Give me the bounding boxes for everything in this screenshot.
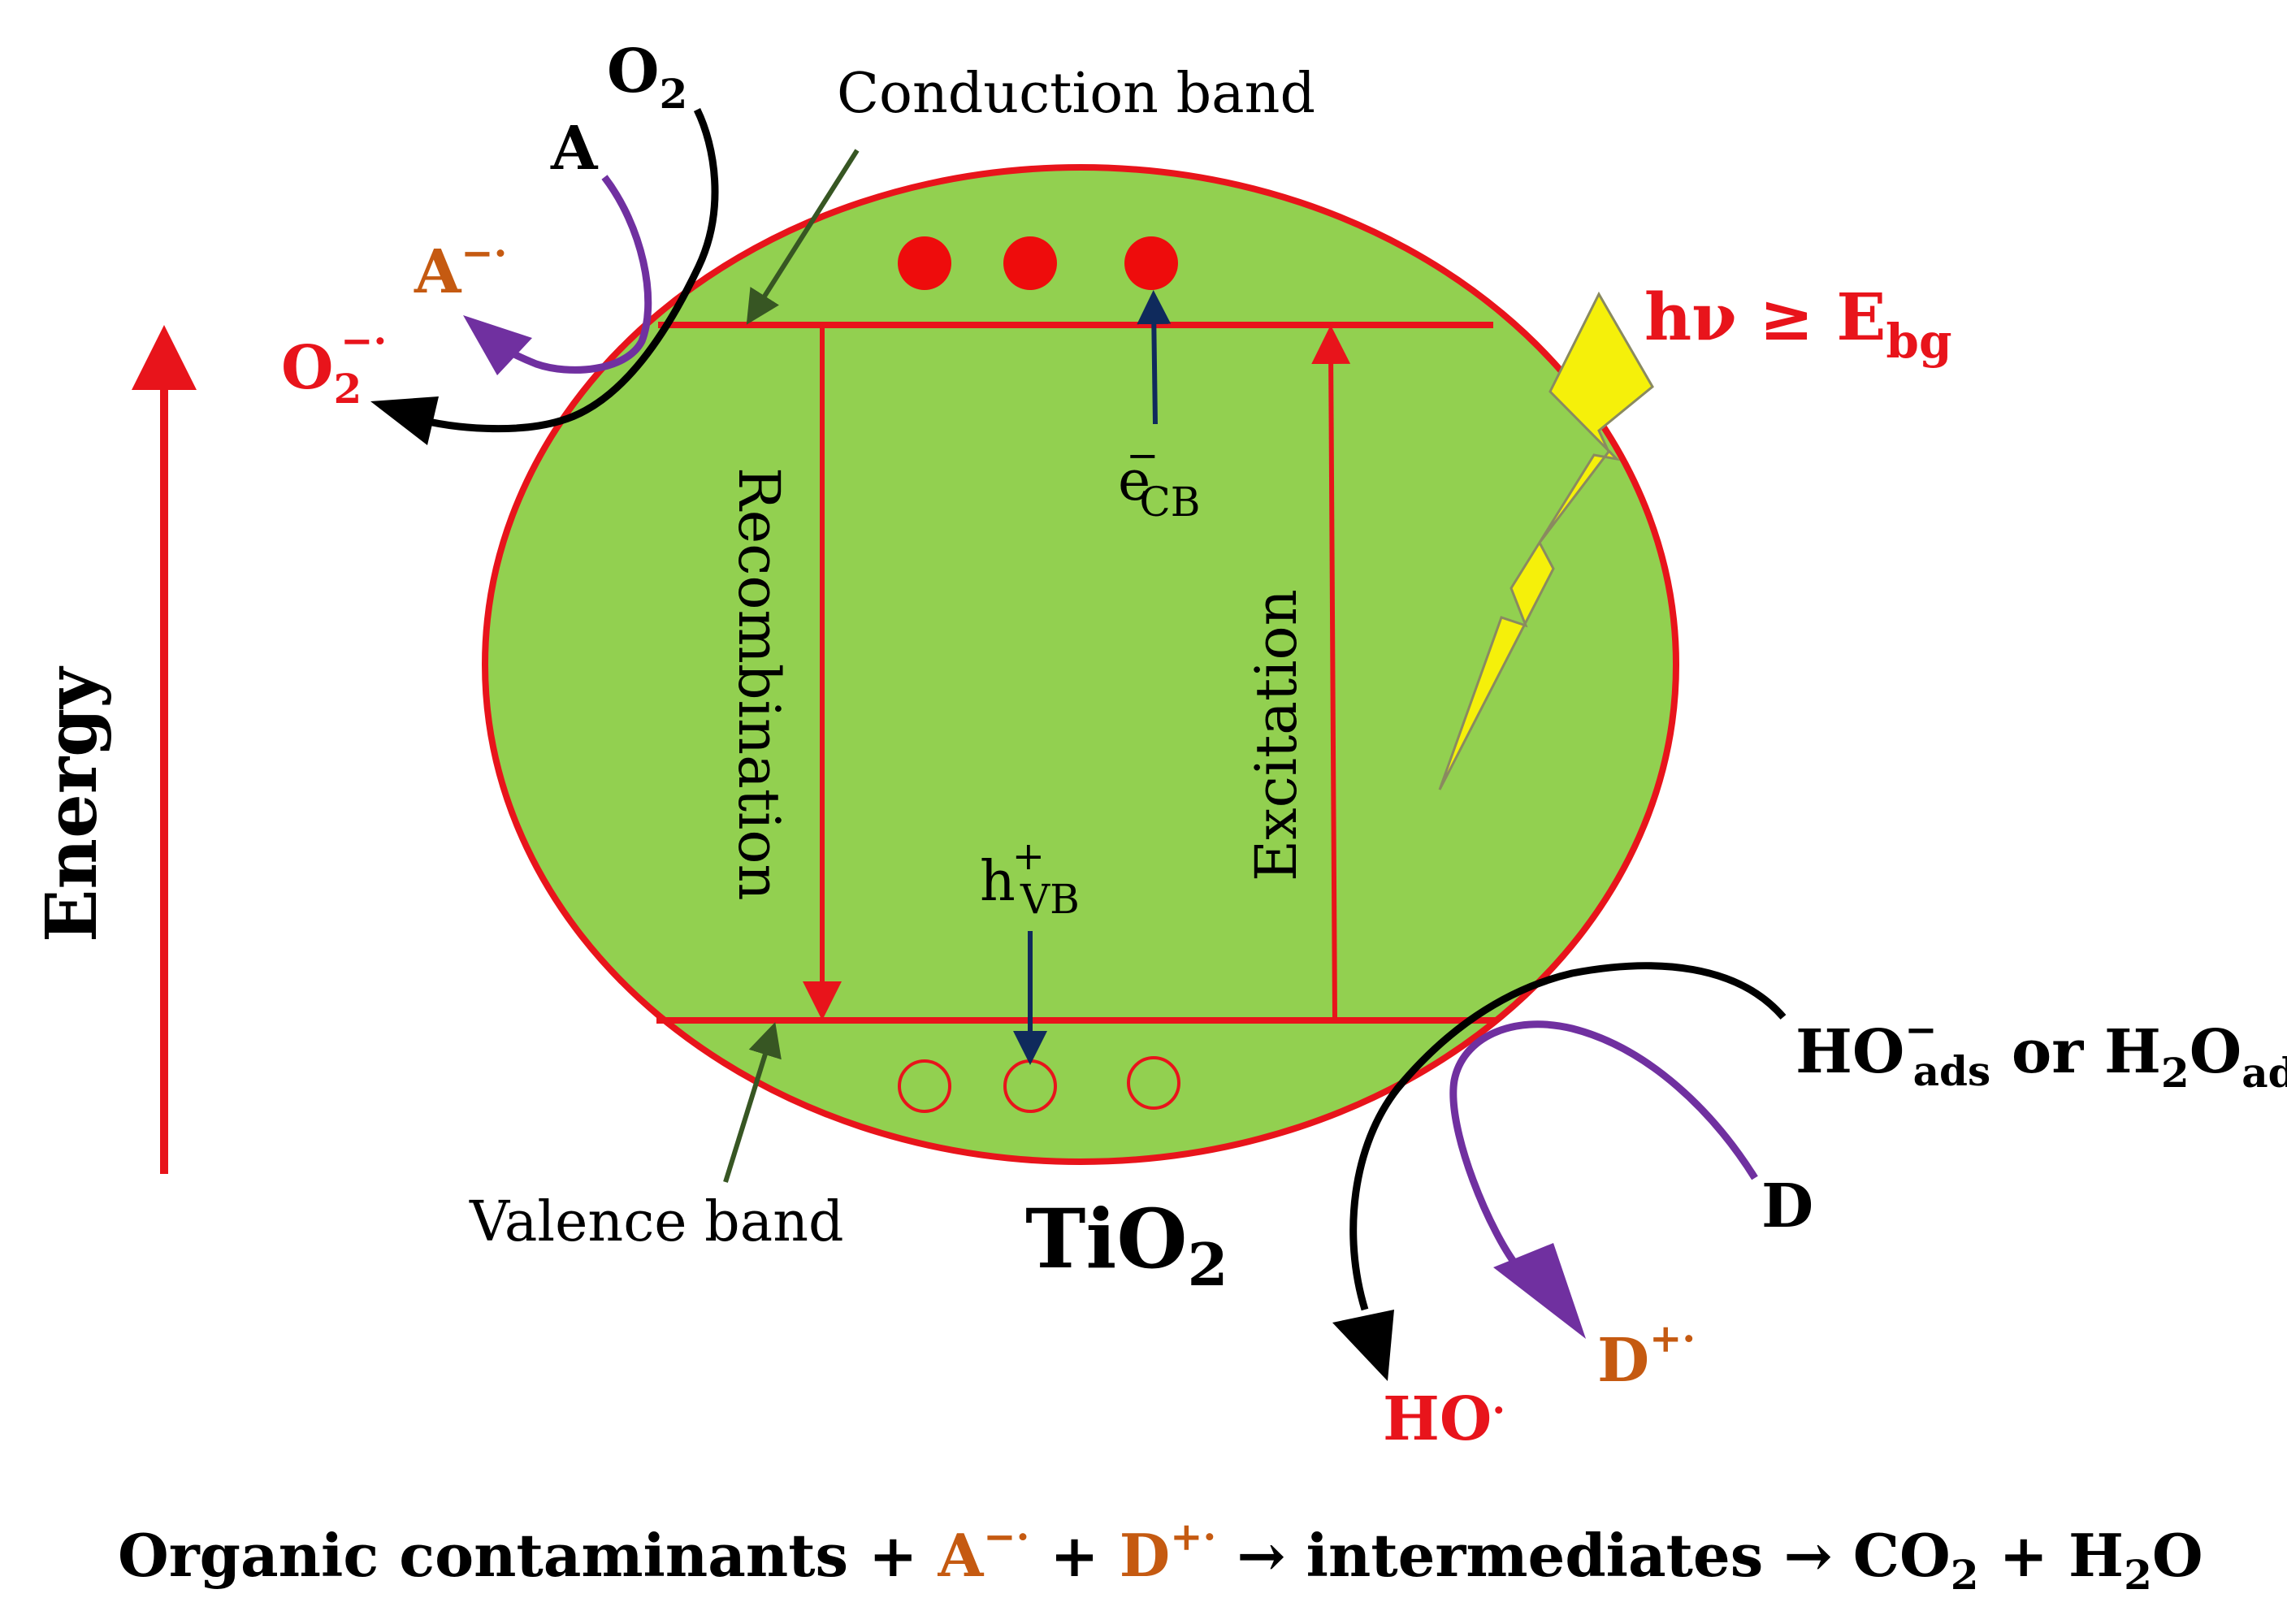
- ho-radical-label: HO·: [1383, 1384, 1505, 1454]
- a-reduction-arrow: [489, 175, 652, 374]
- tio2-label: TiO2: [1025, 1191, 1228, 1299]
- a-radical-label: A−·: [414, 231, 507, 307]
- electron-dot: [1124, 236, 1178, 290]
- o2-radical-label: O2−·: [281, 318, 387, 413]
- d-arrowhead: [1493, 1243, 1586, 1339]
- excitation-label: Excitation: [1243, 589, 1310, 881]
- d-radical-label: D+·: [1597, 1316, 1696, 1396]
- excitation-arrow: [1311, 325, 1351, 1018]
- hole-circle: [898, 1059, 951, 1113]
- conduction-band-label: Conduction band: [837, 62, 1315, 126]
- hole-label: h+VB: [980, 834, 1080, 923]
- ho-arrowhead: [1332, 1310, 1394, 1381]
- reaction-equation: Organic contaminants + A−· + D+· → inter…: [118, 1514, 2203, 1599]
- valence-band-pointer: [723, 1021, 782, 1183]
- hole-circle: [1127, 1056, 1180, 1110]
- energy-label: Energy: [31, 665, 113, 942]
- a-label: A: [550, 114, 599, 184]
- o2-arrowhead: [370, 396, 439, 445]
- o2-reduction-arrow: [405, 108, 719, 433]
- ho-oxidation-arrow: [1349, 962, 1787, 1311]
- valence-band-label: Valence band: [469, 1190, 844, 1254]
- electron-arrow: [1137, 290, 1172, 425]
- electron-label: e−CB: [1118, 433, 1200, 526]
- d-oxidation-arrow: [1449, 1020, 1758, 1271]
- o2-label: O2: [607, 37, 687, 118]
- light-energy-label: hν ≥ Ebg: [1644, 279, 1952, 369]
- a-arrowhead: [463, 315, 532, 375]
- electron-dot: [898, 236, 951, 290]
- tio2-particle: [482, 164, 1679, 1165]
- recombination-label: Recombination: [726, 467, 792, 901]
- lightning-icon: [1438, 291, 1654, 790]
- ho-ads-label: HO−ads or H2Oads: [1795, 1007, 2287, 1097]
- d-label: D: [1761, 1171, 1813, 1241]
- electron-dot: [1003, 236, 1057, 290]
- conduction-band-pointer: [746, 149, 860, 325]
